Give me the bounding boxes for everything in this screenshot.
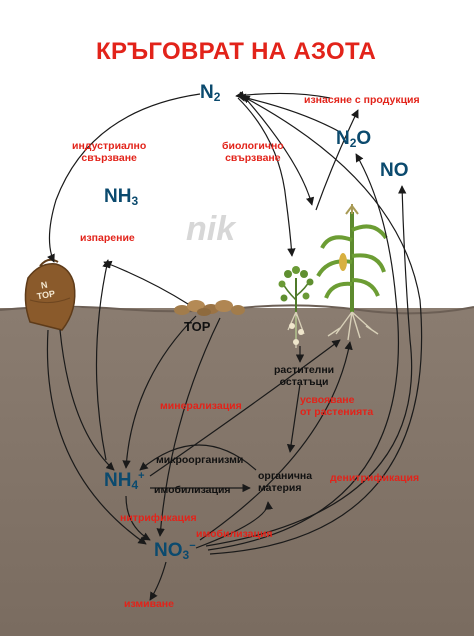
arrow-mineralization (139, 444, 257, 471)
arrow-nitrification (125, 495, 151, 541)
arrow-residues-to-organic (286, 383, 301, 453)
legume-plant-icon (278, 266, 314, 348)
diagram-title: КРЪГОВРАТ НА АЗОТА (96, 38, 377, 65)
compound-nh3: NH3 (104, 186, 139, 208)
label-plant-uptake: усвояване от растенията (300, 394, 374, 419)
label-immobilization-2: имобилизация (196, 528, 273, 540)
fertilizer-bag-icon (24, 258, 76, 331)
cycle-arrows (46, 90, 423, 601)
arrow-bag-to-soil (59, 329, 115, 471)
corn-plant-icon (316, 204, 388, 341)
label-microorganisms: микроорганизми (156, 454, 244, 466)
fertilizer-bag-label: N ТОР (36, 279, 56, 302)
label-organic-matter: органична материя (258, 470, 313, 495)
arrow-volatilization (95, 259, 111, 461)
arrow-fertilizer-to-no3 (156, 317, 221, 537)
arrow-denitr-to-n2o (207, 153, 400, 551)
arrow-n2-to-plants (239, 91, 315, 206)
arrow-n2-to-bio-fixation (237, 97, 296, 257)
arrow-fertilizer-to-nh4 (122, 315, 197, 469)
label-nitrification: нитрификация (120, 512, 197, 524)
compound-n2: N2 (200, 82, 221, 104)
arrow-n2-to-industrial (47, 93, 201, 263)
arrow-no3-uptake (199, 341, 353, 541)
arrow-immobilization-2 (195, 501, 273, 549)
fertilizer-pellets-icon (174, 300, 245, 316)
arrow-fertilizer-to-nh3 (103, 260, 189, 305)
compound-no3: NO3− (154, 540, 196, 562)
watermark: nik (186, 210, 236, 248)
label-fertilizer: ТОР (184, 319, 211, 334)
arrow-harvest-return (235, 90, 331, 100)
soil-layer (0, 308, 474, 636)
label-volatilization: изпарение (80, 232, 135, 244)
compound-no: NO (380, 160, 409, 181)
label-mineralization: минерализация (160, 400, 242, 412)
compound-n2o: N2O (336, 128, 372, 150)
label-biological-fixation: биологично свързване (222, 140, 284, 165)
arrow-bag-to-no3 (46, 329, 147, 545)
arrow-leaching (149, 561, 167, 601)
arrow-n2o-return (237, 93, 341, 133)
label-plant-residues: растителни остатъци (274, 364, 335, 389)
label-industrial-fixation: индустриално свързване (72, 140, 147, 165)
arrow-denitr-to-no (205, 185, 413, 547)
label-leaching: измиване (124, 598, 174, 610)
label-harvest-export: изнасяне с продукция (304, 94, 420, 106)
arrow-denitr-to-n2 (209, 95, 423, 555)
arrow-plants-to-harvest (315, 109, 359, 211)
label-denitrification: денитрификация (330, 472, 420, 484)
arrow-nh4-uptake (149, 339, 341, 477)
compound-nh4: NH4+ (104, 470, 145, 492)
label-immobilization-1: имобилизация (154, 484, 231, 496)
